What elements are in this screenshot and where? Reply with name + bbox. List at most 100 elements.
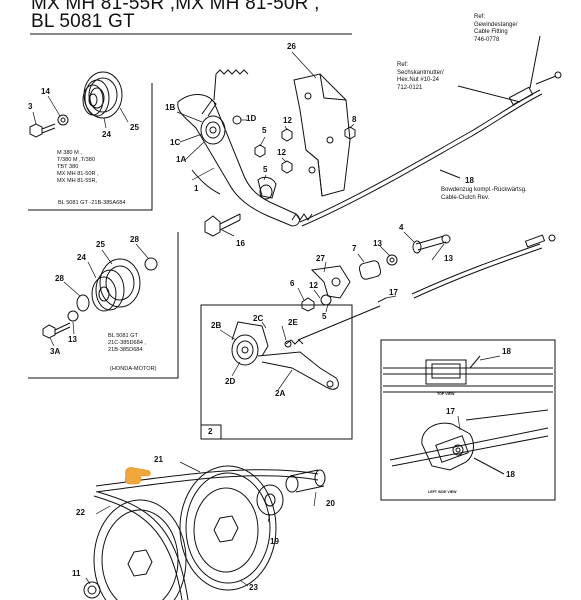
ref-line: Cable Fitting [474,29,508,35]
hardware-small [254,126,356,200]
ref-line: 746-0778 [474,36,500,43]
part-label-24b: 24 [77,253,86,262]
models-note: BL 5081 GT -21B-385A684 [58,200,126,206]
model-line: BL 5081 GT [108,333,138,339]
part-label-13a: 13 [68,335,77,344]
ref-line: Cable-Clutch Rev. [441,194,490,201]
part-label-16: 16 [236,239,245,248]
cable-17 [297,234,556,341]
bolt-16 [204,213,241,237]
part-label-27: 27 [316,254,325,263]
ref-line: Bowdenzug kompl.-Rückwärtsg. [441,187,527,193]
part-label-8: 8 [352,115,357,124]
part-11-washer [83,581,101,599]
cable-18 [291,35,562,227]
part-label-28b: 28 [55,274,64,283]
inset-honda-frame [28,232,179,379]
idler-bracket-assembly [177,69,300,227]
part-label-28a: 28 [130,235,139,244]
part-label-17b: 17 [446,407,455,416]
ref-bowden-cable: Bowdenzug kompl.-Rückwärtsg. Cable-Clutc… [441,187,527,202]
idler-arm-assembly-2 [231,321,339,390]
part-label-22: 22 [76,508,85,517]
part-label-2b: 2B [211,321,222,330]
part-label-1a: 1A [176,155,187,164]
cable-bracket-parts [301,234,451,312]
part-label-12c: 12 [309,281,318,290]
ref-line: 712-0121 [397,84,423,91]
part-label-26: 26 [287,42,296,51]
assembly-2-tag [200,424,222,440]
part-label-14: 14 [41,87,50,96]
part-label-2d: 2D [225,377,236,386]
inset2-pulley-assembly [42,257,158,339]
bracket-26 [293,73,351,197]
diagram-title-line1: MX MH 81-55R ,MX MH 81-50R , [31,0,320,14]
honda-models: BL 5081 GT 21C-385D684 , 21B-385D684 [108,333,146,354]
part-label-11: 11 [72,569,81,578]
part-label-4: 4 [399,223,404,232]
inset-models-frame [28,83,153,211]
inset1-pulley-assembly [29,71,123,138]
part-label-18a: 18 [465,176,474,185]
model-line: 21C-385D684 , [108,339,146,346]
part-label-5b: 5 [263,165,268,174]
ref-line: Ref: [474,14,486,20]
top-view-caption: TOP VIEW [437,392,455,396]
model-line: M 380 M , [57,150,82,156]
ref-hex-nut: Ref: Sechskantmutter/ Hex.Nut #10-24 712… [397,62,444,92]
model-line: 21B-385D684 [108,346,143,353]
belt-22 [93,469,319,600]
part-label-5a: 5 [262,126,267,135]
pulley-11-section [93,499,187,600]
assembly-2-frame [200,304,353,440]
ref-cable-fitting: Ref: Gewindestange/ Cable Fitting 746-07… [474,14,517,44]
part-label-13b: 13 [373,239,382,248]
model-line: T/380 M ,T/380 [57,156,95,163]
part-label-25b: 25 [96,240,105,249]
part-label-2e: 2E [288,318,298,327]
part-label-5c: 5 [322,312,327,321]
part-label-20: 20 [326,499,335,508]
part-label-1b: 1B [165,103,176,112]
part-label-18b: 18 [502,347,511,356]
part-label-24: 24 [102,130,111,139]
part-label-1d: 1D [246,114,257,123]
part-label-7: 7 [352,244,357,253]
diagram-title-line2: BL 5081 GT [31,11,135,32]
part-20-shaft [285,469,326,493]
part-label-3: 3 [28,102,33,111]
left-side-view-caption: LEFT SIDE VIEW [428,490,457,494]
part-label-2c: 2C [253,314,264,323]
assembly-2-tag-label: 2 [208,427,213,436]
pulley-23 [179,465,277,591]
model-line: MX MH 81-55R, [57,177,98,184]
part-label-1: 1 [194,184,199,193]
pointing-hand-icon [124,467,151,485]
part-label-13c: 13 [444,254,453,263]
models-list: M 380 M , T/380 M ,T/380 TBT 380 MX MH 8… [57,150,99,185]
honda-note: (HONDA-MOTOR) [110,366,157,372]
part-label-21: 21 [154,455,163,464]
part-label-17a: 17 [389,288,398,297]
model-line: TBT 380 [57,163,79,170]
ref-line: Sechskantmutter/ [397,69,444,76]
leader-lines [32,51,501,587]
ref-line: Hex.Nut #10-24 [397,77,440,83]
ref-line: Gewindestange/ [474,21,518,28]
part-label-2a: 2A [275,389,286,398]
part-label-18c: 18 [506,470,515,479]
views-frame [380,339,556,501]
part-19-hub [256,484,284,516]
part-label-12b: 12 [277,148,286,157]
left-side-view-drawing [389,409,549,475]
part-label-12a: 12 [283,116,292,125]
ref-line: Ref: [397,62,409,68]
part-label-1c: 1C [170,138,181,147]
part-label-25: 25 [130,123,139,132]
part-label-23: 23 [249,583,258,592]
part-label-3a: 3A [50,347,61,356]
model-line: MX MH 81-50R , [57,170,99,177]
part-label-19: 19 [270,537,279,546]
